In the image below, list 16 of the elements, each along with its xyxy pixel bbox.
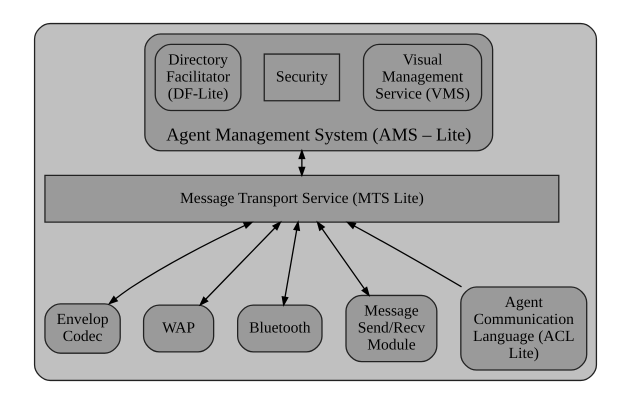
node-box: Agent Communication Language (ACL Lite) — [460, 286, 588, 371]
node-box: Directory Facilitator (DF-Lite) — [154, 44, 242, 112]
arrow — [316, 220, 370, 297]
arrow — [282, 220, 300, 307]
node-box: Message Send/Recv Module — [345, 294, 438, 362]
arrow — [108, 221, 254, 305]
cluster — [34, 22, 598, 382]
node-box: Security — [264, 53, 340, 102]
node-box: Visual Management Service (VMS) — [362, 44, 482, 112]
arrow — [346, 221, 462, 288]
arrow — [198, 220, 282, 306]
node-box: WAP — [142, 304, 214, 353]
arrow — [298, 148, 306, 178]
node-box: Bluetooth — [237, 304, 323, 353]
node-box: Message Transport Service (MTS Lite) — [44, 174, 560, 223]
node-box: Envelop Codec — [44, 303, 121, 354]
